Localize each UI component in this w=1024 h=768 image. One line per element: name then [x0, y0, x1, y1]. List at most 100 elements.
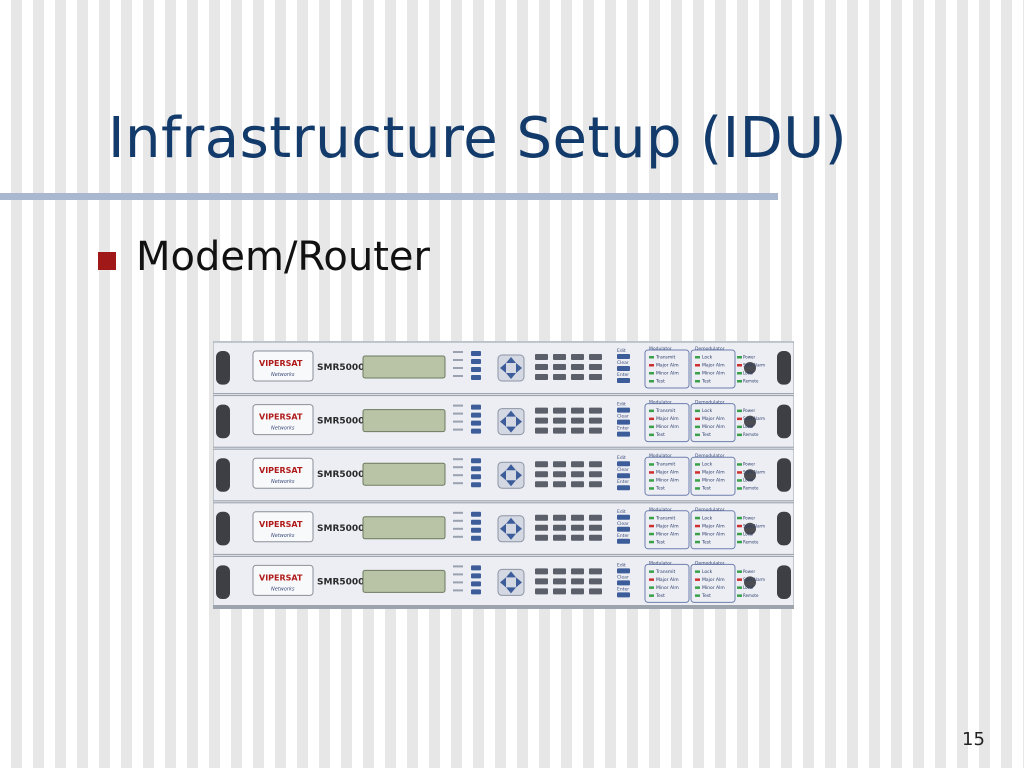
rack-ear-right [777, 511, 791, 546]
keypad-key [589, 471, 602, 478]
function-key-label: Enter [617, 426, 629, 432]
keypad-key [553, 364, 566, 370]
arrow-right-icon [516, 470, 522, 481]
modulator-led-label: Transmit [655, 569, 676, 575]
keypad-key [553, 461, 566, 468]
demodulator-led-label: Major Alm [702, 470, 725, 476]
lcd-display [362, 355, 446, 379]
status-led [737, 540, 742, 544]
status-led [737, 516, 742, 520]
keypad-key [535, 514, 548, 521]
demodulator-led-label: Minor Alm [702, 531, 725, 537]
modulator-led-label: Test [655, 486, 665, 492]
keypad-key [553, 578, 566, 585]
keypad-key [589, 481, 602, 488]
modem-unit: VIPERSATNetworksSMR5000EditClearEnterMod… [213, 555, 794, 609]
demodulator-led [695, 570, 700, 573]
keypad-key [553, 524, 566, 531]
keypad-key [571, 588, 584, 595]
modulator-led-label: Minor Alm [656, 531, 679, 537]
status-led-label: Remote [743, 379, 759, 384]
status-led [737, 570, 742, 573]
status-led-label: Local [743, 531, 753, 536]
status-led-label: Local [743, 371, 753, 376]
function-key-label: Enter [617, 479, 629, 485]
rack-ear-left [216, 458, 230, 492]
keypad-key [589, 364, 602, 370]
status-led [737, 380, 742, 383]
keypad-key [553, 407, 566, 414]
function-key [617, 568, 630, 574]
nav-key [471, 375, 481, 380]
function-key-label: Edit [617, 509, 626, 515]
function-key-label: Clear [617, 521, 629, 527]
front-knob [744, 576, 756, 589]
lcd-display [362, 409, 446, 433]
modulator-led [649, 524, 654, 528]
demodulator-led-label: Minor Alm [702, 585, 725, 591]
modulator-led [649, 570, 654, 573]
square-bullet-icon [98, 252, 116, 270]
demodulator-led [695, 380, 700, 383]
status-led [737, 578, 742, 581]
keypad-key [535, 374, 548, 380]
status-led [737, 586, 742, 589]
title-underline [0, 193, 778, 200]
modulator-led-label: Transmit [655, 462, 676, 468]
side-tick [453, 404, 463, 407]
rack-ear-left [216, 565, 230, 599]
function-key-label: Clear [617, 360, 629, 366]
nav-key [471, 565, 481, 571]
arrow-right-icon [516, 363, 522, 373]
demodulator-led-label: Test [701, 539, 711, 545]
demodulator-header: Demodulator [695, 400, 725, 406]
function-key [617, 538, 630, 544]
demodulator-led-label: Minor Alm [702, 424, 725, 430]
keypad-key [535, 407, 548, 414]
demodulator-led-label: Lock [702, 569, 713, 575]
lcd-display [362, 462, 446, 486]
status-led-label: Sum Alarm [743, 363, 765, 368]
function-key-label: Edit [617, 562, 626, 568]
brand-sub-text: Networks [271, 479, 295, 485]
nav-key [471, 581, 481, 587]
nav-key [471, 573, 481, 579]
demodulator-led [695, 471, 700, 474]
function-key [617, 526, 630, 532]
front-knob [744, 469, 756, 482]
function-key [617, 592, 630, 598]
side-tick [453, 589, 463, 592]
modulator-led-label: Transmit [655, 355, 676, 361]
modulator-led [649, 380, 654, 383]
status-led-label: Local [743, 424, 753, 429]
arrow-pad [497, 515, 525, 543]
keypad-key [589, 514, 602, 521]
rack-ear-right [777, 458, 791, 492]
keypad-key [535, 417, 548, 424]
modulator-led-label: Test [655, 539, 665, 545]
modulator-led [649, 356, 654, 359]
side-tick [453, 466, 463, 469]
modulator-led-label: Test [655, 593, 665, 599]
side-tick [453, 527, 463, 530]
keypad-key [571, 514, 584, 521]
modulator-panel [644, 349, 690, 389]
demodulator-header: Demodulator [695, 346, 725, 352]
modulator-led [649, 479, 654, 482]
side-tick [453, 367, 463, 369]
demodulator-led [695, 433, 700, 437]
demodulator-led [695, 524, 700, 528]
status-led-label: Remote [743, 593, 759, 598]
keypad-key [589, 588, 602, 595]
arrow-right-icon [516, 577, 522, 588]
status-led [737, 425, 742, 429]
function-key-label: Enter [617, 533, 629, 539]
demodulator-led-label: Test [701, 432, 711, 438]
arrow-up-icon [506, 517, 516, 524]
arrow-left-icon [500, 416, 506, 427]
keypad-key [535, 524, 548, 531]
function-key [617, 461, 630, 467]
status-led [737, 364, 742, 367]
function-key [617, 407, 630, 413]
demodulator-led-label: Major Alm [702, 577, 725, 583]
